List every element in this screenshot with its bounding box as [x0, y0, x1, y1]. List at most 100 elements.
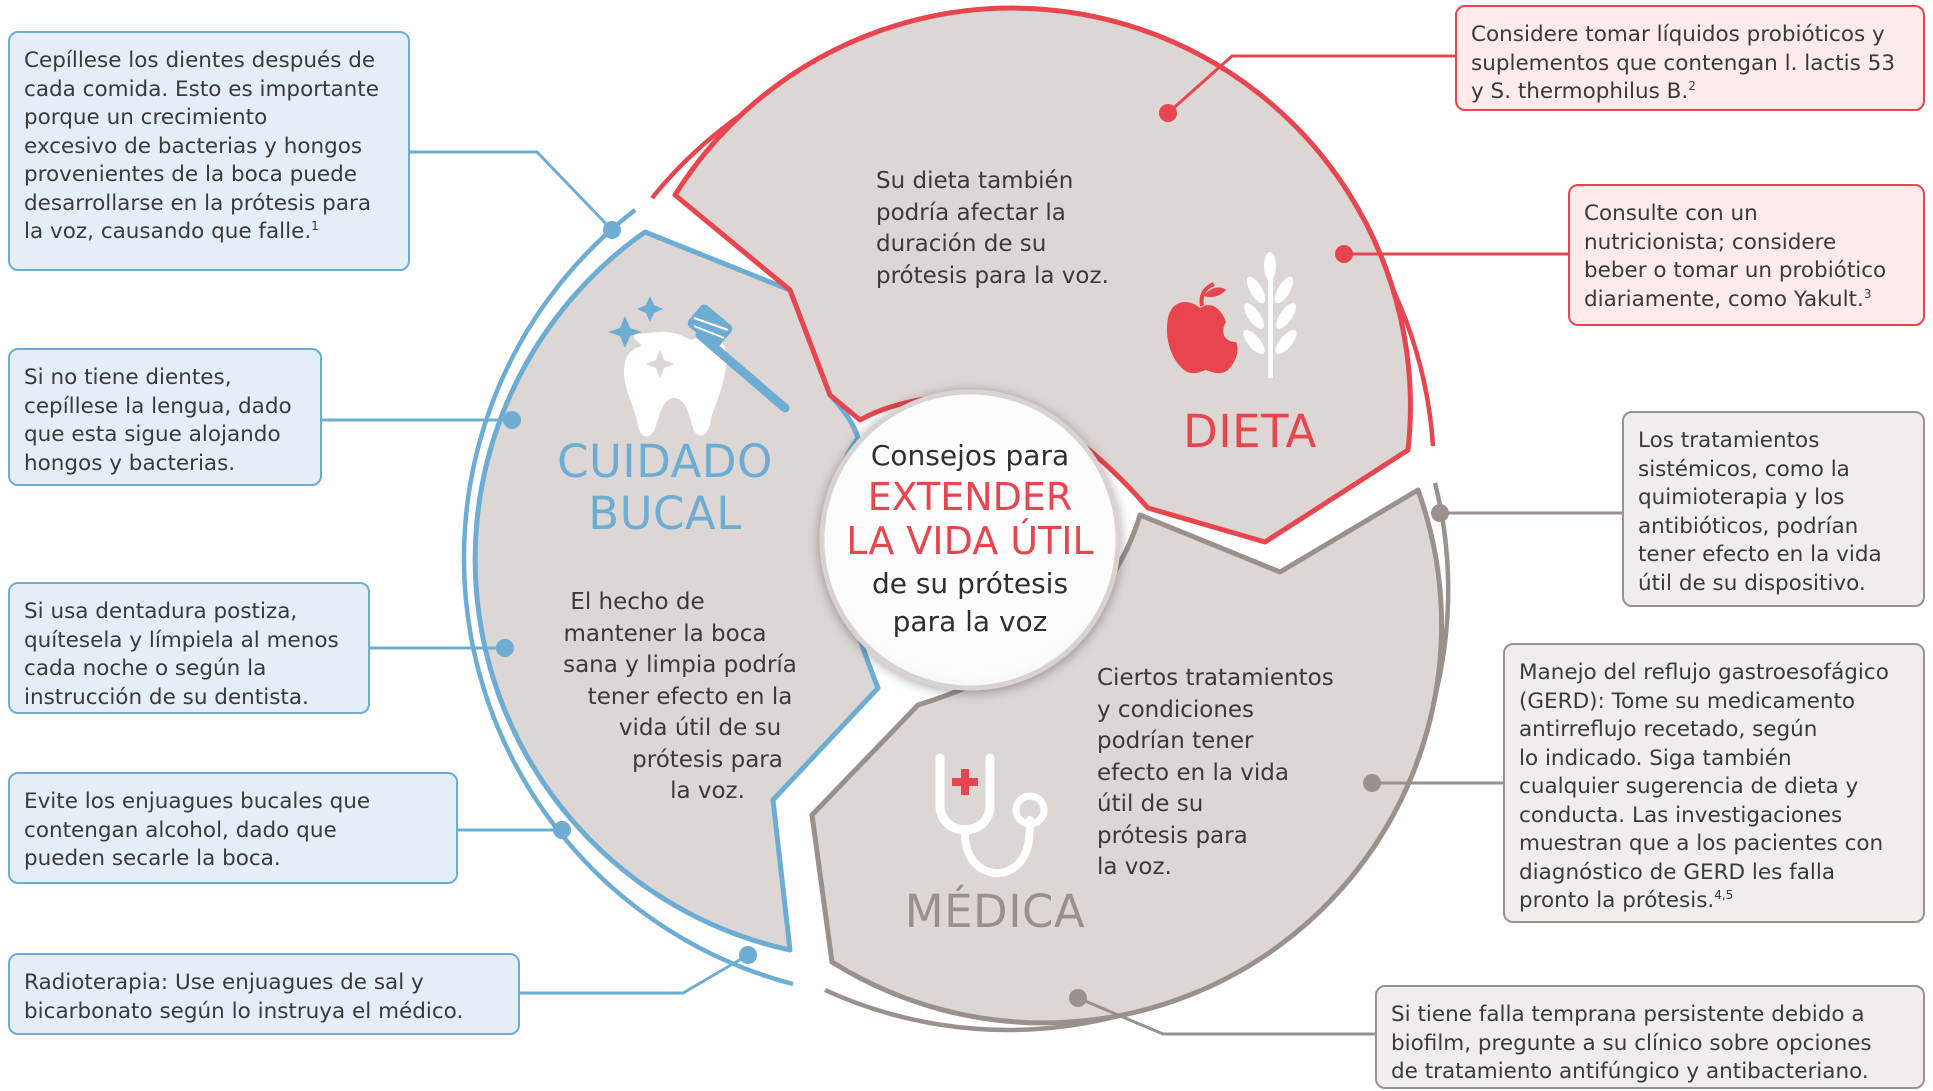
box-line: y S. thermophilus B.2: [1471, 78, 1909, 107]
box-line: cualquier sugerencia de dieta y: [1519, 774, 1859, 799]
box-line: sistémicos, como la: [1638, 456, 1850, 482]
box-line: beber o tomar un probiótico: [1584, 258, 1887, 283]
tip-box-gerd: Manejo del reflujo gastroesofágico (GERD…: [1503, 643, 1925, 923]
box-line: de tratamiento antifúngico y antibacteri…: [1391, 1059, 1869, 1084]
center-line-2: EXTENDER: [867, 475, 1073, 519]
box-line: antibióticos, podrían: [1638, 513, 1859, 539]
tip-box-mouthwash: Evite los enjuagues bucales que contenga…: [8, 772, 458, 884]
box-line: biofilm, pregunte a su clínico sobre opc…: [1391, 1030, 1872, 1056]
box-line: bicarbonato según lo instruya el médico.: [24, 998, 464, 1024]
center-line-3: LA VIDA ÚTIL: [846, 519, 1094, 563]
text-medica: Ciertos tratamientos y condiciones podrí…: [1097, 663, 1367, 884]
box-line: Radioterapia: Use enjuagues de sal y: [24, 970, 424, 995]
box-line: la voz, causando que falle.1: [24, 218, 394, 247]
box-line: conducta. Las investigaciones: [1519, 802, 1843, 828]
connectors-left: [322, 150, 749, 995]
text-line: tener efecto en la: [587, 683, 793, 710]
title-medica: MÉDICA: [904, 885, 1086, 938]
apple-wheat-icon: [1166, 252, 1297, 378]
reference-marker: 2: [1688, 78, 1696, 93]
box-line-text: pronto la prótesis.: [1519, 888, 1715, 913]
title-cuidado-line-1: CUIDADO: [557, 435, 773, 488]
tip-box-radiotherapy: Radioterapia: Use enjuagues de sal y bic…: [8, 953, 520, 1035]
stethoscope-icon: [935, 753, 1048, 878]
box-line: lo indicado. Siga también: [1519, 745, 1792, 771]
title-cuidado-line-2: BUCAL: [588, 487, 742, 540]
box-line: diagnóstico de GERD les falla: [1519, 859, 1836, 885]
box-line: útil de su dispositivo.: [1638, 570, 1866, 596]
text-line: útil de su: [1097, 791, 1204, 817]
box-line: Si no tiene dientes,: [24, 365, 232, 390]
text-line: Su dieta también: [876, 168, 1074, 194]
title-cuidado-bucal: CUIDADO BUCAL: [545, 436, 785, 540]
box-line: (GERD): Tome su medicamento: [1519, 688, 1856, 714]
text-line: Ciertos tratamientos: [1097, 665, 1334, 691]
tip-box-systemic-treatments: Los tratamientos sistémicos, como la qui…: [1622, 411, 1925, 607]
box-line: Si tiene falla temprana persistente debi…: [1391, 1002, 1865, 1027]
box-line: diariamente, como Yakult.3: [1584, 286, 1909, 315]
box-line: excesivo de bacterias y hongos: [24, 133, 363, 159]
reference-marker: 3: [1863, 286, 1872, 301]
connectors-right: [1077, 54, 1622, 1036]
tip-box-biofilm: Si tiene falla temprana persistente debi…: [1375, 985, 1925, 1089]
reference-marker: 4,5: [1714, 887, 1734, 902]
text-dieta: Su dieta también podría afectar la durac…: [876, 166, 1156, 292]
box-line: instrucción de su dentista.: [24, 684, 309, 710]
text-line: la voz.: [1097, 854, 1172, 880]
text-line: El hecho de: [570, 589, 705, 615]
tip-box-brush-teeth: Cepíllese los dientes después de cada co…: [8, 31, 410, 271]
box-line: Evite los enjuagues bucales que: [24, 789, 371, 814]
box-line: cada comida. Esto es importante: [24, 76, 379, 102]
center-circle: [819, 389, 1121, 691]
text-cuidado-bucal: El hecho de mantener la boca sana y limp…: [530, 587, 830, 808]
box-line: Considere tomar líquidos probióticos y: [1471, 22, 1885, 47]
reference-marker: 1: [311, 218, 319, 233]
text-line: prótesis para la voz.: [876, 262, 1109, 289]
box-line-text: y S. thermophilus B.: [1471, 79, 1689, 104]
box-line: muestran que a los pacientes con: [1519, 831, 1884, 856]
text-line: sana y limpia podría: [563, 652, 797, 678]
text-line: efecto en la vida: [1097, 759, 1289, 786]
text-line: prótesis para: [632, 746, 783, 773]
box-line: antirreflujo recetado, según: [1519, 717, 1818, 742]
box-line: Manejo del reflujo gastroesofágico: [1519, 660, 1889, 685]
box-line: Consulte con un: [1584, 201, 1758, 226]
box-line: Los tratamientos: [1638, 428, 1820, 453]
box-line: hongos y bacterias.: [24, 450, 236, 476]
text-line: vida útil de su: [618, 715, 782, 741]
box-line: quítesela y límpiela al menos: [24, 627, 339, 653]
tip-box-dentures: Si usa dentadura postiza, quítesela y lí…: [8, 582, 370, 714]
center-line-5: para la voz: [892, 605, 1048, 638]
tip-box-nutritionist: Consulte con un nutricionista; considere…: [1568, 184, 1925, 326]
text-line: duración de su: [876, 231, 1047, 257]
center-line-1: Consejos para: [870, 439, 1070, 472]
box-line: cepíllese la lengua, dado: [24, 393, 292, 419]
box-line: suplementos que contengan l. lactis 53: [1471, 50, 1896, 76]
text-line: podría afectar la: [876, 199, 1066, 226]
box-line-text: diariamente, como Yakult.: [1584, 286, 1864, 312]
box-line: cada noche o según la: [24, 656, 267, 681]
center-title: Consejos para EXTENDER LA VIDA ÚTIL de s…: [822, 437, 1118, 641]
text-line: mantener la boca: [563, 620, 767, 647]
box-line: Si usa dentadura postiza,: [24, 599, 298, 624]
box-line: tener efecto en la vida: [1638, 542, 1882, 567]
title-dieta: DIETA: [1183, 405, 1317, 458]
box-line: que esta sigue alojando: [24, 422, 281, 447]
text-line: podrían tener: [1097, 728, 1254, 754]
box-line: porque un crecimiento: [24, 105, 268, 130]
connector-dots-right: [1069, 104, 1449, 1007]
box-line: contengan alcohol, dado que: [24, 817, 337, 843]
box-line: Cepíllese los dientes después de: [24, 48, 376, 73]
box-line: nutricionista; considere: [1584, 229, 1837, 255]
text-line: la voz.: [670, 778, 745, 804]
tooth-toothbrush-icon: [608, 296, 790, 437]
outer-ring-blue: [461, 208, 794, 987]
box-line: pueden secarle la boca.: [24, 846, 281, 871]
center-line-4: de su prótesis: [871, 567, 1069, 600]
box-line: provenientes de la boca puede: [24, 162, 357, 187]
box-line: desarrollarse en la prótesis para: [24, 190, 372, 216]
box-line-text: la voz, causando que falle.: [24, 219, 312, 244]
text-line: prótesis para: [1097, 822, 1248, 849]
tip-box-brush-tongue: Si no tiene dientes, cepíllese la lengua…: [8, 348, 322, 486]
